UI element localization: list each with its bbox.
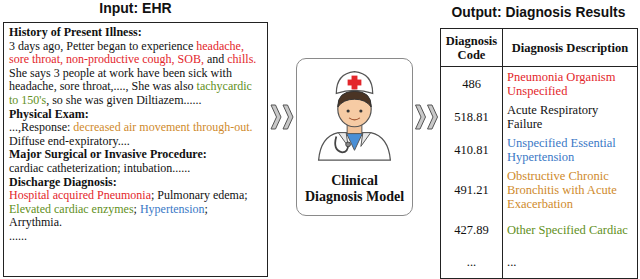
ehr-paragraph: ...,Response: decreased air movement thr… <box>9 121 262 148</box>
table-cell: 486 <box>441 67 503 101</box>
chevron-arrow <box>271 105 293 129</box>
diagnosis-table: Diagnosis Code Diagnosis Description 486 Pn… <box>440 28 638 279</box>
diagnosis-code: 518.81 <box>454 110 488 124</box>
ehr-text: ; <box>134 202 140 216</box>
ehr-text-box: History of Present Illness:3 days ago, P… <box>3 22 268 277</box>
section-heading: Discharge Diagnosis: <box>9 175 117 189</box>
ehr-paragraph: cardiac catheterization; intubation.....… <box>9 162 262 176</box>
panel-title: Output: Diagnosis Results <box>440 4 637 20</box>
ehr-paragraph: Major Surgical or Invasive Procedure: <box>9 148 262 162</box>
highlighted-text: decreased air movement through-out. <box>73 120 252 134</box>
table-cell: Acute Respiratory Failure <box>503 101 638 133</box>
model-box: Clinical Diagnosis Model <box>296 58 413 216</box>
chevron <box>283 105 293 129</box>
ehr-paragraph: ...... <box>9 230 262 244</box>
table-cell: Other Specified Cardiac <box>503 213 638 247</box>
table-cell: ... <box>441 247 503 279</box>
section-heading: History of Present Illness: <box>9 25 142 39</box>
ehr-text: , so she was given Diltiazem...... <box>46 93 201 107</box>
ehr-panel: Input: EHR History of Present Illness:3 d… <box>3 0 268 277</box>
ehr-text: cardiac catheterization; intubation.....… <box>9 161 190 175</box>
table-row: 491.21 Obstructive Chronic Bronchitis wit… <box>441 167 638 213</box>
ehr-text: ...,Response: <box>9 120 73 134</box>
ehr-paragraph: Hospital acquired Pneumonia; Pulmonary e… <box>9 189 262 230</box>
table-cell: 518.81 <box>441 101 503 133</box>
table-cell: 491.21 <box>441 167 503 213</box>
diagnosis-code: 427.89 <box>454 223 488 237</box>
ehr-text: ; Pulmonary edema; <box>151 188 251 202</box>
table-row: Diagnosis Code Diagnosis Description <box>441 29 638 67</box>
table-row: 427.89 Other Specified Cardiac <box>441 213 638 247</box>
table-cell: Pneumonia Organism Unspecified <box>503 67 638 101</box>
diagnosis-description: Pneumonia Organism Unspecified <box>507 70 615 98</box>
panel-title: Input: EHR <box>3 0 268 16</box>
table-row: 518.81 Acute Respiratory Failure <box>441 101 638 133</box>
section-heading: Physical Exam: <box>9 107 89 121</box>
table-row: ...... <box>441 247 638 279</box>
ehr-text: 3 days ago, Petter began to experience <box>9 39 196 53</box>
highlighted-text: Elevated cardiac enzymes <box>9 202 134 216</box>
chevron-arrow <box>416 105 438 129</box>
table-cell: Diagnosis Code <box>441 29 503 67</box>
chevron <box>271 105 281 129</box>
ehr-paragraph: History of Present Illness: <box>9 26 262 40</box>
doctor-icon <box>297 61 412 161</box>
output-panel: Output: Diagnosis ResultsDiagnosis CodeD… <box>440 4 637 277</box>
diagnosis-description: Acute Respiratory Failure <box>507 103 598 131</box>
ehr-text: and <box>204 52 227 66</box>
diagnosis-code: 410.81 <box>454 143 488 157</box>
highlighted-text: Hospital acquired Pneumonia <box>9 188 151 202</box>
table-cell: Unspecified Essential Hypertension <box>503 133 638 167</box>
table-cell: 427.89 <box>441 213 503 247</box>
ehr-paragraph: 3 days ago, Petter began to experience h… <box>9 40 262 108</box>
ehr-paragraph: Discharge Diagnosis: <box>9 176 262 190</box>
diagnosis-code: 486 <box>462 77 481 91</box>
highlighted-text: chills. <box>227 52 256 66</box>
section-heading: Major Surgical or Invasive Procedure: <box>9 147 207 161</box>
diagnosis-description: Obstructive Chronic Bronchitis with Acut… <box>507 169 617 211</box>
ehr-text: ...... <box>9 229 27 243</box>
model-label: Clinical Diagnosis Model <box>301 173 408 205</box>
table-cell: Obstructive Chronic Bronchitis with Acut… <box>503 167 638 213</box>
table-row: 410.81 Unspecified Essential Hypertension <box>441 133 638 167</box>
table-row: 486 Pneumonia Organism Unspecified <box>441 67 638 101</box>
highlighted-text: Hypertension <box>140 202 205 216</box>
column-header: Diagnosis Description <box>512 41 628 55</box>
table-cell: Diagnosis Description <box>503 29 638 67</box>
table-cell: 410.81 <box>441 133 503 167</box>
diagnosis-description: Unspecified Essential Hypertension <box>507 136 616 164</box>
chevron <box>428 105 438 129</box>
ehr-paragraph: Physical Exam: <box>9 108 262 122</box>
column-header: Diagnosis Code <box>446 34 497 62</box>
diagnosis-description: ... <box>507 255 516 269</box>
diagnosis-code: 491.21 <box>454 183 488 197</box>
diagnosis-code: ... <box>467 255 476 269</box>
diagnosis-description: Other Specified Cardiac <box>507 223 628 237</box>
chevron <box>416 105 426 129</box>
table-cell: ... <box>503 247 638 279</box>
